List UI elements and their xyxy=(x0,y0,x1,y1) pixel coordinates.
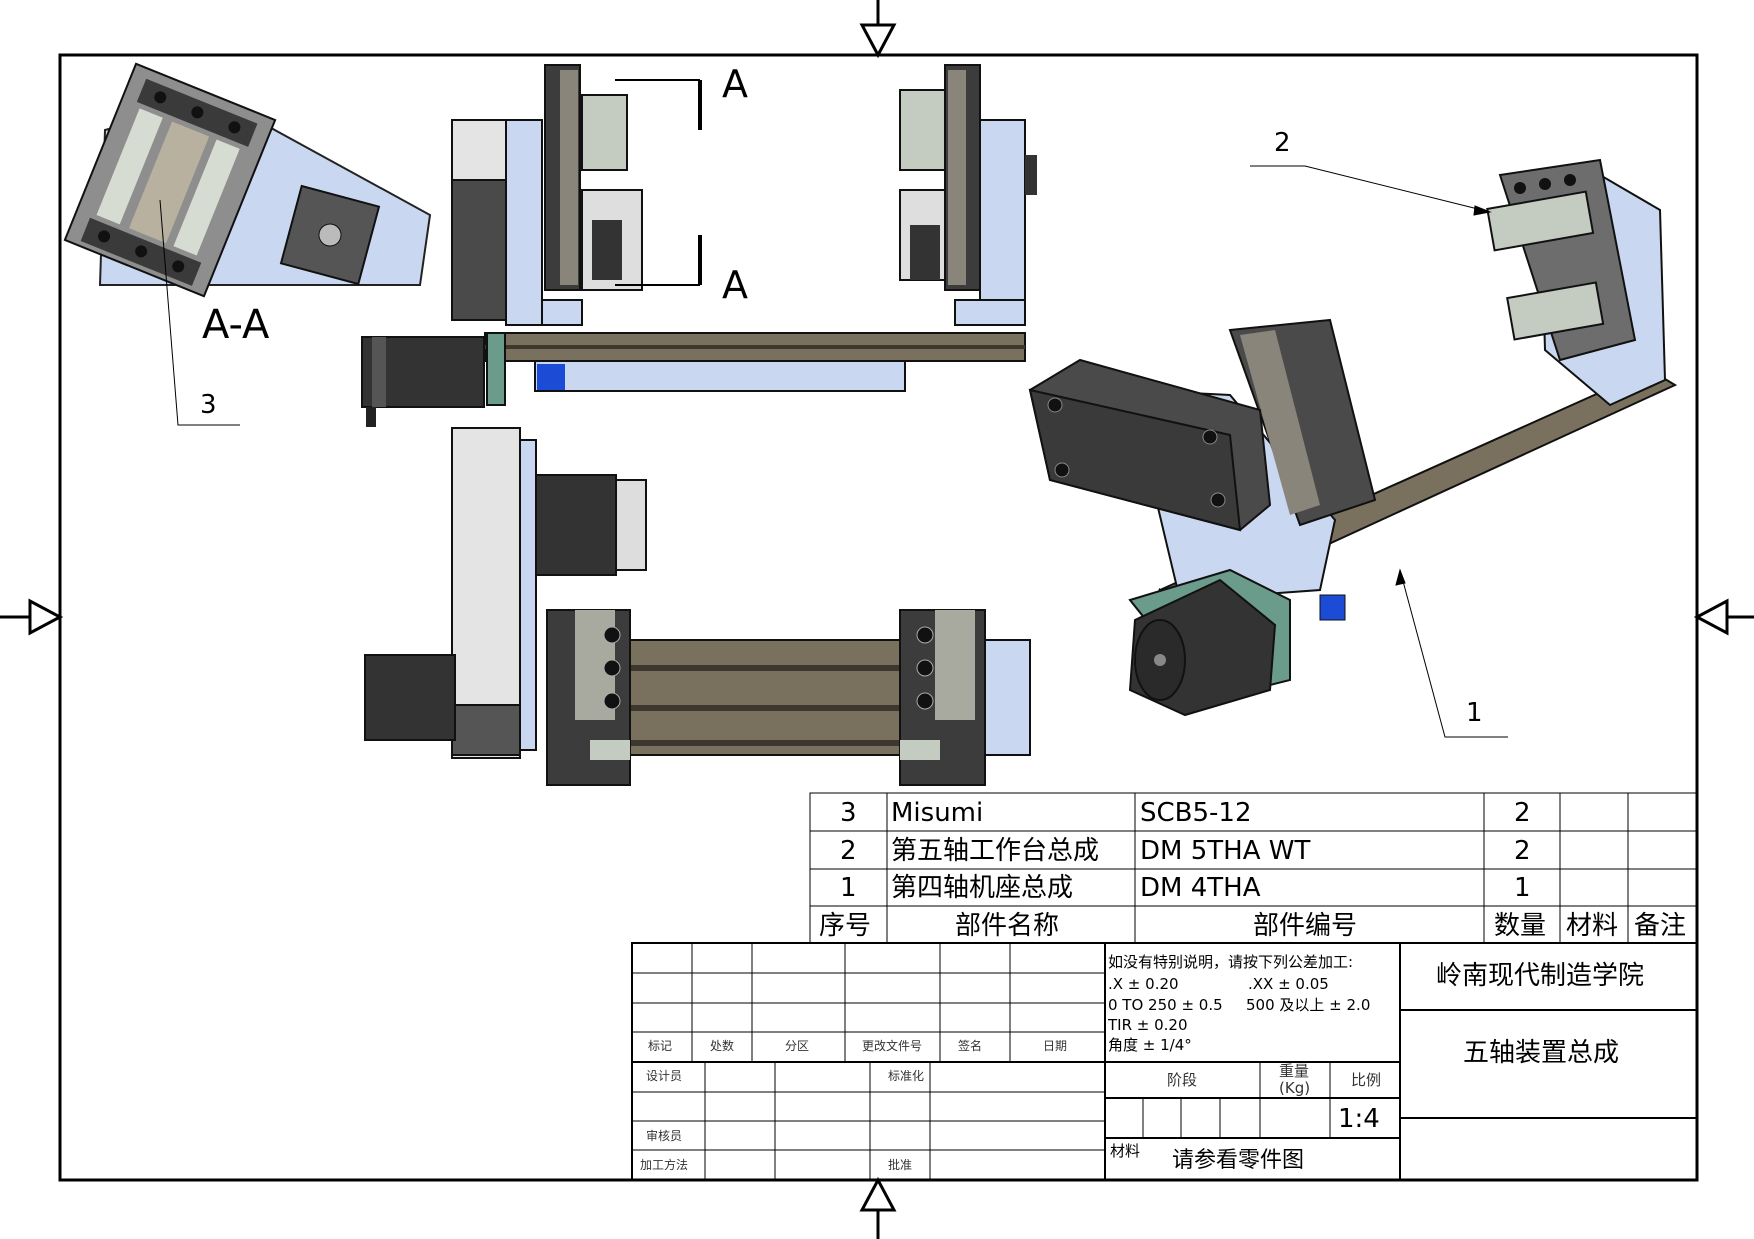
rev-label-count: 处数 xyxy=(710,1039,735,1053)
balloon-3-label: 3 xyxy=(200,390,217,420)
bom-row-3-name: Misumi xyxy=(891,798,984,828)
section-view-a-a xyxy=(63,62,432,298)
scale-value: 1:4 xyxy=(1338,1104,1380,1134)
drawing-title: 五轴装置总成 xyxy=(1463,1038,1620,1068)
designer-label: 设计员 xyxy=(646,1069,683,1083)
centering-arrow-left xyxy=(0,598,64,636)
tolerance-500: 500 及以上 ± 2.0 xyxy=(1246,996,1371,1014)
section-mark-bottom: A xyxy=(722,263,748,307)
title-block-thin-lines xyxy=(632,943,1331,1180)
rev-label-signature: 签名 xyxy=(958,1039,983,1053)
rev-label-change-doc: 更改文件号 xyxy=(862,1039,923,1053)
bom-header-qty: 数量 xyxy=(1494,911,1547,941)
bom-row-2-name: 第五轴工作台总成 xyxy=(891,836,1100,866)
approve-label: 批准 xyxy=(888,1158,913,1172)
material-label: 材料 xyxy=(1110,1142,1141,1160)
balloon-2-leader xyxy=(1250,165,1492,216)
rev-label-date: 日期 xyxy=(1043,1039,1068,1053)
standardize-label: 标准化 xyxy=(888,1069,925,1083)
title-block-grid xyxy=(631,942,1698,1181)
checker-label: 审核员 xyxy=(646,1129,683,1143)
bom-row-3-no: 3 xyxy=(840,798,857,828)
process-label: 加工方法 xyxy=(640,1158,689,1172)
stage-label: 阶段 xyxy=(1167,1071,1198,1089)
bom-header-material: 材料 xyxy=(1566,911,1619,941)
tolerance-tir: TIR ± 0.20 xyxy=(1108,1016,1188,1034)
bom-row-3-part-no: SCB5-12 xyxy=(1140,798,1252,828)
centering-arrow-right xyxy=(1693,598,1754,636)
weight-label: 重量 xyxy=(1279,1062,1310,1080)
rev-label-mark: 标记 xyxy=(648,1039,673,1053)
balloon-2-label: 2 xyxy=(1274,128,1291,158)
top-view xyxy=(364,427,1031,786)
bom-row-1-no: 1 xyxy=(840,873,857,903)
balloon-1-leader xyxy=(1395,568,1508,738)
tolerance-x: .X ± 0.20 xyxy=(1108,975,1179,993)
scale-label: 比例 xyxy=(1351,1071,1382,1089)
bom-header-name: 部件名称 xyxy=(955,911,1060,941)
bom-header-note: 备注 xyxy=(1634,911,1687,941)
school-name: 岭南现代制造学院 xyxy=(1436,961,1645,991)
weight-unit: (Kg) xyxy=(1279,1079,1311,1097)
section-view-title: A-A xyxy=(202,302,270,348)
section-mark-top: A xyxy=(722,62,748,106)
tolerance-xx: .XX ± 0.05 xyxy=(1248,975,1329,993)
balloon-1-label: 1 xyxy=(1466,698,1483,728)
bom-header-no: 序号 xyxy=(819,911,872,941)
bom-row-1-part-no: DM 4THA xyxy=(1140,873,1261,903)
centering-arrow-top xyxy=(859,0,897,59)
bom-row-2-qty: 2 xyxy=(1514,836,1531,866)
tolerance-angle: 角度 ± 1/4° xyxy=(1108,1036,1192,1054)
front-view xyxy=(361,64,1037,427)
rev-label-zone: 分区 xyxy=(785,1039,810,1053)
bom-row-2-no: 2 xyxy=(840,836,857,866)
isometric-view xyxy=(1028,158,1678,717)
bom-header-part-no: 部件编号 xyxy=(1253,911,1358,941)
bom-row-1-qty: 1 xyxy=(1514,873,1531,903)
bom-row-1-name: 第四轴机座总成 xyxy=(891,873,1074,903)
tolerance-title: 如没有特别说明，请按下列公差加工: xyxy=(1108,953,1354,971)
section-cut-line xyxy=(615,79,702,286)
material-value: 请参看零件图 xyxy=(1172,1148,1305,1173)
balloon-3-leader xyxy=(159,199,240,426)
bom-row-3-qty: 2 xyxy=(1514,798,1531,828)
tolerance-range: 0 TO 250 ± 0.5 xyxy=(1108,996,1223,1014)
centering-arrow-bottom xyxy=(859,1176,897,1239)
bom-row-2-part-no: DM 5THA WT xyxy=(1140,836,1311,866)
